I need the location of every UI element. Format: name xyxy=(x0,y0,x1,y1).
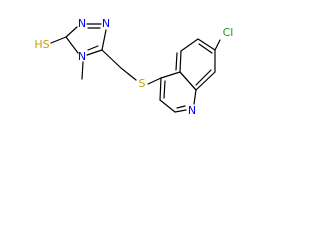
atom-labels-group: HS N N N S N Cl xyxy=(34,17,233,117)
molecule-structure-diagram: HS N N N S N Cl xyxy=(34,17,233,117)
bond-c6-c7-double xyxy=(198,43,213,54)
bond-c4-c3q xyxy=(159,77,162,101)
bond-n4-methyl xyxy=(81,61,84,80)
atom-chlorine: Cl xyxy=(223,26,234,39)
bond-c4-c3q-double xyxy=(163,80,166,99)
bond-c5-s xyxy=(50,36,67,44)
bond-c6-c7 xyxy=(197,38,216,51)
atom-thioether-s: S xyxy=(139,77,146,90)
bond-c8-c8a-double xyxy=(195,69,212,86)
bond-c7-cl xyxy=(214,39,221,51)
bond-c2q-n xyxy=(174,109,187,113)
bond-c5-n1 xyxy=(65,26,78,38)
bond-c3-n4 xyxy=(86,49,103,56)
atom-thiol-s: HS xyxy=(34,38,49,51)
bond-c8a-c4a-inner xyxy=(179,71,197,91)
bond-n-c8a xyxy=(193,89,197,105)
bond-c3-n4-double xyxy=(87,45,99,51)
bond-n2-c3 xyxy=(101,29,107,51)
bond-c3q-c2q xyxy=(159,99,176,113)
bond-c2q-n-double xyxy=(176,105,186,109)
bond-c5-c6 xyxy=(180,38,199,52)
bond-s-c4 xyxy=(147,77,162,85)
atom-triazole-n2: N xyxy=(102,17,110,30)
bond-c4a-c5 xyxy=(179,50,182,73)
bond-n4-c5 xyxy=(65,36,79,54)
bond-ch2-s xyxy=(120,67,137,81)
bond-c8-c8a xyxy=(195,71,216,91)
bond-c3-ch2 xyxy=(101,49,122,69)
bond-c4a-c4 xyxy=(160,71,181,79)
bonds-group xyxy=(50,23,221,113)
atom-triazole-n1: N xyxy=(78,17,86,30)
bond-c4a-c5-double xyxy=(175,52,178,71)
atom-quinoline-n: N xyxy=(188,104,196,117)
atom-triazole-n4: N xyxy=(78,50,86,63)
